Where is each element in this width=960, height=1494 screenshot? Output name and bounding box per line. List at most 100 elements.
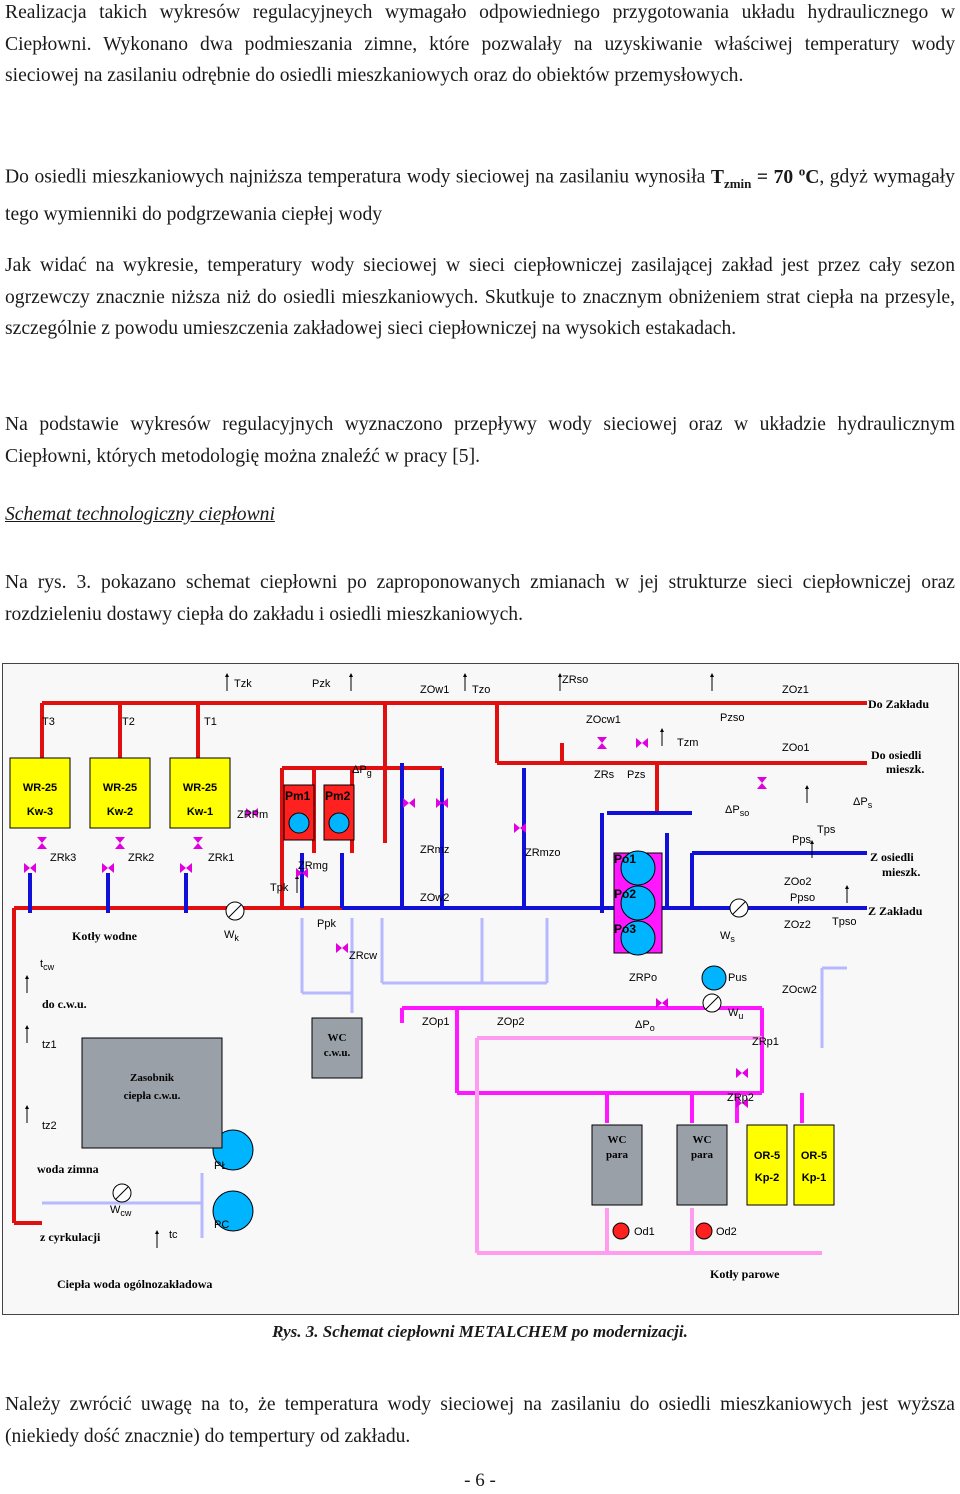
label-ppk: Ppk [317, 918, 336, 930]
steam-boiler-kp2-id: Kp-2 [755, 1172, 779, 1184]
label-zoz2: ZOz2 [784, 919, 811, 931]
label-od1: Od1 [634, 1226, 655, 1238]
steam-boiler-kp2-name: OR-5 [754, 1150, 780, 1162]
boiler-kw3-valve: ZRk3 [50, 852, 76, 864]
figure-frame [2, 663, 959, 1315]
label-zop1: ZOp1 [422, 1016, 450, 1028]
label-zocw2: ZOcw2 [782, 984, 817, 996]
label-zrmg: ZRmg [298, 860, 328, 872]
label-woda-zimna: woda zimna [37, 1162, 99, 1176]
label-pzs: Pzs [627, 769, 646, 781]
boiler-kw3-id: Kw-3 [27, 806, 53, 818]
boiler-kw2-id: Kw-2 [107, 806, 133, 818]
label-dpo: ΔPo [635, 1019, 655, 1033]
label-tpso: Tpso [832, 916, 856, 928]
label-tzk: Tzk [234, 678, 252, 690]
exchanger-cwu-label-2: c.w.u. [324, 1047, 351, 1059]
storage-tank-label-2: ciepła c.w.u. [124, 1090, 181, 1102]
steam-boiler-kp1: OR-5 Kp-1 [793, 1124, 835, 1206]
paragraph-tzmin-text-b: , gdyż wymagały tego wymienniki do podgr… [5, 166, 955, 225]
label-zrp2: ZRp2 [727, 1092, 754, 1104]
label-pzk: Pzk [312, 678, 331, 690]
pump-pm1-label: Pm1 [285, 789, 311, 803]
label-zrmz: ZRmz [420, 844, 449, 856]
water-boiler-kw1: WR-25 Kw-1 T1 ZRk1 [169, 716, 234, 864]
paragraph-flows: Na podstawie wykresów regulacyjnych wyzn… [5, 414, 955, 467]
label-zoz1: ZOz1 [782, 684, 809, 696]
label-zop2: ZOp2 [497, 1016, 525, 1028]
label-wk: Wk [224, 929, 239, 943]
label-z-osiedli-2: mieszk. [882, 865, 920, 879]
pump-pl [212, 1129, 254, 1171]
label-do-osiedli-2: mieszk. [886, 762, 924, 776]
boiler-kw2-valve: ZRk2 [128, 852, 154, 864]
exchanger-cwu [311, 1017, 363, 1079]
label-zocw1: ZOcw1 [586, 714, 621, 726]
label-kotly-parowe: Kotły parowe [710, 1267, 780, 1281]
label-dpso: ΔPso [725, 804, 749, 818]
pump-od1 [612, 1222, 630, 1240]
supply-pipes [12, 701, 867, 1225]
pump-od2 [695, 1222, 713, 1240]
paragraph-figure-ref: Na rys. 3. pokazano schemat ciepłowni po… [5, 572, 955, 625]
label-tc: tc [169, 1229, 178, 1241]
label-z-cyrkulacji: z cyrkulacji [40, 1230, 101, 1244]
condensate-pipes [475, 1036, 822, 1255]
label-zrso: ZRso [562, 674, 588, 686]
label-tzo: Tzo [472, 684, 490, 696]
label-od2: Od2 [716, 1226, 737, 1238]
label-z-osiedli-1: Z osiedli [870, 850, 914, 864]
steam-boiler-kp1-id: Kp-1 [802, 1172, 826, 1184]
boiler-kw1-valve: ZRk1 [208, 852, 234, 864]
exchanger-cwu-label-1: WC [328, 1032, 347, 1044]
label-tps: Tps [817, 824, 836, 836]
label-wu: Wu [728, 1007, 743, 1021]
label-z-zakladu: Z Zakładu [868, 904, 923, 918]
label-dps: ΔPs [853, 796, 873, 810]
exchanger-para-2-label-2: para [691, 1149, 714, 1161]
label-pc: PC [214, 1219, 229, 1231]
exchanger-para-1-label-1: WC [608, 1134, 627, 1146]
paragraph-tzmin: Do osiedli mieszkaniowych najniższa temp… [5, 155, 955, 230]
label-ws: Ws [720, 930, 735, 944]
label-tz2: tz2 [42, 1120, 57, 1132]
page-number: - 6 - [464, 1470, 496, 1491]
return-pipes [28, 763, 867, 913]
label-pus: Pus [728, 972, 747, 984]
boiler-kw1-id: Kw-1 [187, 806, 213, 818]
pump-po3-label: Po3 [614, 922, 636, 936]
label-zow1: ZOw1 [420, 684, 449, 696]
storage-tank-label-1: Zasobnik [130, 1072, 175, 1084]
label-ciepla-woda: Ciepła woda ogólnozakładowa [57, 1277, 212, 1291]
storage-tank [81, 1037, 223, 1149]
label-tpk: Tpk [270, 882, 289, 894]
pump-po2-label: Po2 [614, 887, 636, 901]
label-do-osiedli-1: Do osiedli [871, 748, 922, 762]
exchanger-para-2-label-1: WC [693, 1134, 712, 1146]
label-zrpm: ZRPm [237, 809, 268, 821]
boiler-kw1-name: WR-25 [183, 782, 217, 794]
label-zrpo: ZRPo [629, 972, 657, 984]
pump-pus [701, 965, 727, 991]
pump-pm1: Pm1 [283, 784, 315, 841]
heating-plant-scheme: WR-25 Kw-3 T3 ZRk3 WR-25 Kw-2 T2 ZRk2 WR… [2, 663, 959, 1315]
paragraph-chart-comment: Jak widać na wykresie, temperatury wody … [5, 255, 955, 339]
pump-po1-label: Po1 [614, 852, 636, 866]
paragraph-conclusion: Należy zwrócić uwagę na to, że temperatu… [5, 1394, 955, 1447]
exchanger-para-1 [591, 1124, 643, 1206]
pumps-po: Po1 Po2 Po3 [613, 850, 663, 956]
exchanger-para-1-label-2: para [606, 1149, 629, 1161]
label-kotly-wodne: Kotły wodne [72, 929, 138, 943]
steam-boiler-kp1-name: OR-5 [801, 1150, 827, 1162]
label-pps: Pps [792, 834, 811, 846]
label-dpg: ΔPg [352, 764, 372, 778]
label-ppso: Ppso [790, 892, 815, 904]
boiler-kw2-temp: T2 [122, 716, 135, 728]
water-boiler-kw2: WR-25 Kw-2 T2 ZRk2 [89, 716, 154, 864]
label-tcw: tcw [40, 958, 55, 972]
boiler-kw3-temp: T3 [42, 716, 55, 728]
label-zrs: ZRs [594, 769, 615, 781]
label-do-zakladu: Do Zakładu [868, 697, 929, 711]
label-tzm: Tzm [677, 737, 698, 749]
boiler-kw1-temp: T1 [204, 716, 217, 728]
